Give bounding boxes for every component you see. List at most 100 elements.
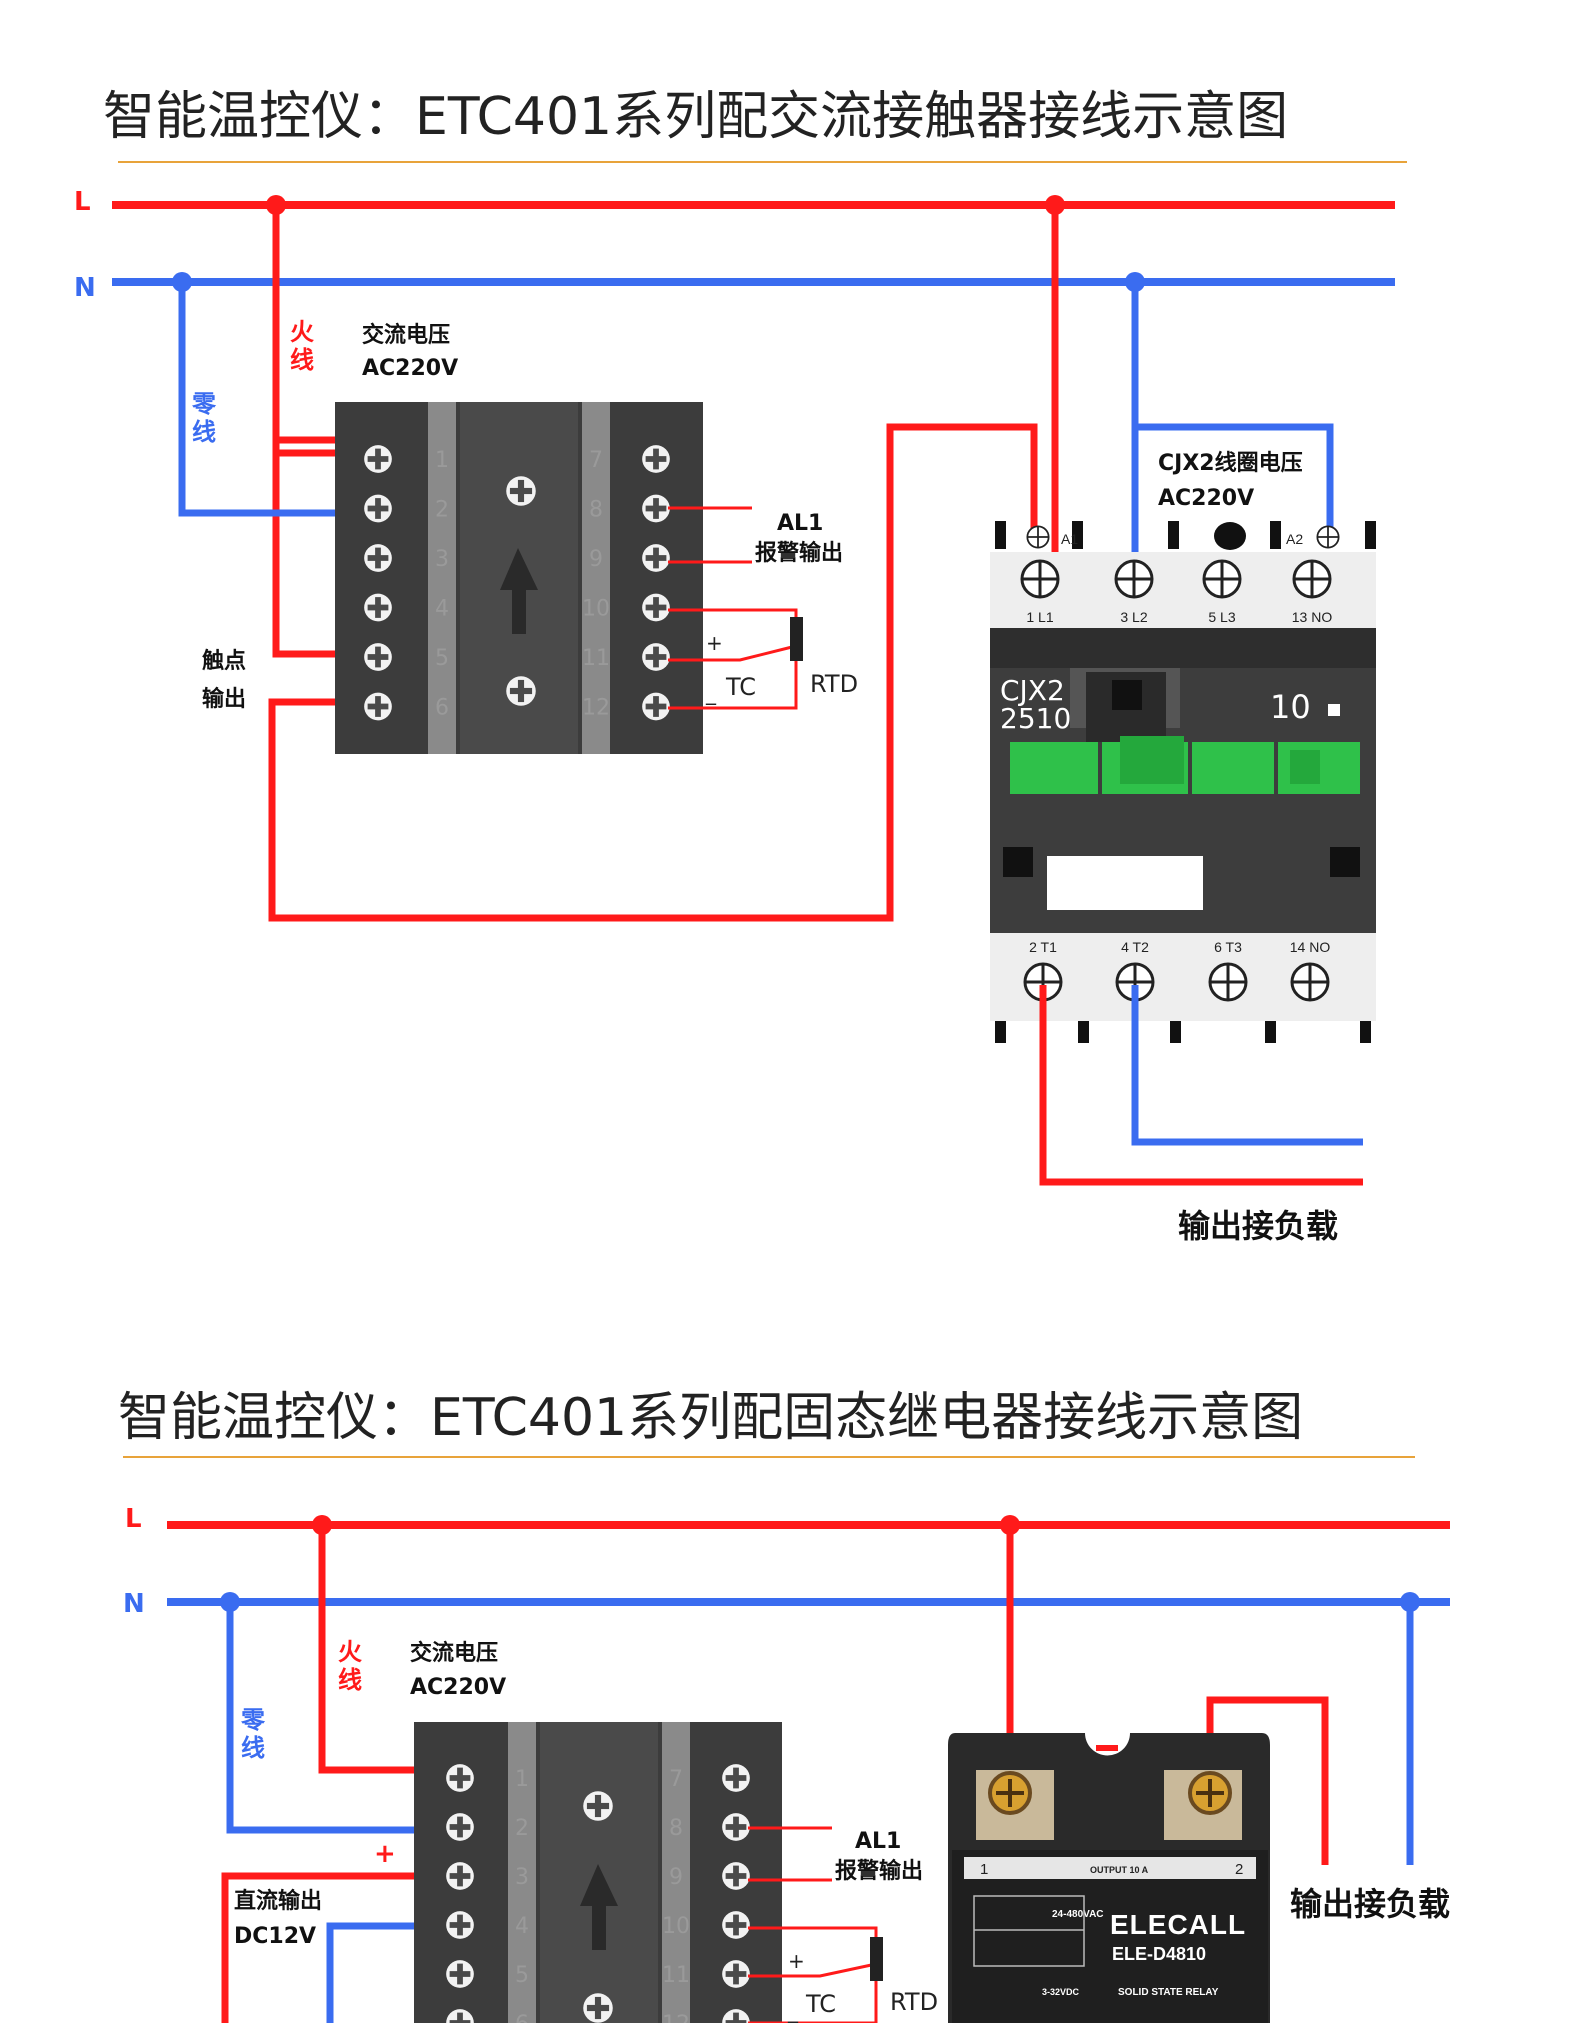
terminal-screw-icon (642, 494, 670, 523)
terminal-screw-icon (364, 544, 392, 572)
neutral-wire-label: 零线 (240, 1706, 266, 1762)
terminal-screw-icon (446, 1911, 474, 1939)
section1-title: 智能温控仪：ETC401系列配交流接触器接线示意图 (103, 87, 1288, 147)
screw-icon (506, 476, 536, 506)
load-label: 输出接负载 (1178, 1207, 1338, 1245)
supply-label: 交流电压 (410, 1640, 498, 1666)
label-plate (1047, 856, 1203, 910)
terminal-number: 11 (582, 646, 610, 671)
terminal-number: 1 (515, 1767, 529, 1792)
junction-dot (220, 1592, 240, 1612)
terminal-screw-icon (642, 544, 670, 572)
label-N: N (74, 273, 96, 303)
terminal-screw-icon (722, 1813, 750, 1841)
a2-label: A2 (1286, 531, 1303, 547)
supply-value: AC220V (410, 1675, 506, 1700)
terminal-screw-icon (364, 643, 392, 671)
terminal-screw-icon (364, 445, 392, 473)
terminal-icon (1114, 559, 1154, 599)
plus-sign: + (706, 631, 723, 655)
live-wire-label: 火线 (338, 1638, 362, 1694)
terminal-number: 5 (515, 1963, 529, 1988)
terminal-icon (1292, 559, 1332, 599)
section2-title: 智能温控仪：ETC401系列配固态继电器接线示意图 (118, 1388, 1303, 1448)
ssr-control-range: 3-32VDC (1042, 1987, 1080, 1997)
contact-label-1: 触点 (202, 648, 246, 674)
terminal-icon (1202, 559, 1242, 599)
terminal-14NO: 14 NO (1290, 939, 1331, 955)
screw-icon (583, 1993, 613, 2023)
terminal-icon (1290, 962, 1330, 1002)
supply-value: AC220V (362, 356, 458, 381)
label-L: L (125, 1504, 142, 1534)
terminal-number: 1 (435, 448, 449, 473)
terminal-number: 6 (515, 2012, 529, 2023)
terminal-screw-icon (364, 494, 392, 523)
tc-label: TC (805, 1990, 836, 2018)
terminal-number: 5 (435, 646, 449, 671)
junction-dot (312, 1515, 332, 1535)
rtd-label: RTD (810, 670, 858, 698)
terminal-screw-icon (364, 692, 392, 721)
ssr-brand: ELECALL (1110, 1909, 1246, 1940)
terminal-1L1: 1 L1 (1026, 609, 1053, 625)
junction-dot (266, 195, 286, 215)
alarm-desc: 报警输出 (755, 540, 843, 566)
label-L: L (74, 187, 91, 217)
alarm-label: AL1 (777, 511, 823, 536)
junction-dot (1125, 272, 1145, 292)
coil-label: CJX2线圈电压 (1158, 450, 1303, 476)
alarm-desc: 报警输出 (835, 1858, 923, 1884)
terminal-6T3: 6 T3 (1214, 939, 1242, 955)
alarm-label: AL1 (855, 1829, 901, 1854)
load-label: 输出接负载 (1290, 1885, 1450, 1923)
ssr-term1: 1 (980, 1861, 988, 1878)
plus-sign: + (374, 1839, 396, 1869)
terminal-screw-icon (722, 1911, 750, 1939)
terminal-number: 11 (662, 1963, 690, 1988)
terminal-screw-icon (642, 692, 670, 721)
a1-terminal-icon (1026, 525, 1050, 549)
terminal-number: 8 (669, 1816, 683, 1841)
terminal-3L2: 3 L2 (1120, 609, 1147, 625)
terminal-screw-icon (722, 1764, 750, 1792)
dc-value: DC12V (234, 1924, 316, 1949)
model-line1: CJX2 (1000, 674, 1065, 707)
terminal-screw-icon (364, 593, 392, 622)
terminal-number: 8 (589, 498, 603, 523)
terminal-number: 4 (515, 1914, 529, 1939)
terminal-number: 7 (669, 1767, 683, 1792)
terminal-4T2: 4 T2 (1121, 939, 1149, 955)
minus-sign: _ (705, 681, 717, 705)
terminal-number: 12 (662, 2012, 690, 2023)
terminal-number: 12 (582, 696, 610, 721)
coil-value: AC220V (1158, 486, 1254, 511)
live-wire-label: 火线 (290, 318, 314, 374)
terminal-number: 2 (515, 1816, 529, 1841)
terminal-number: 6 (435, 696, 449, 721)
arrow-up-icon (580, 1864, 618, 1950)
solid-state-relay: 1 OUTPUT 10 A 2 24-480VAC ELECALL ELE-D4… (948, 1733, 1270, 2023)
a1-label: A1 (1061, 531, 1078, 547)
terminal-icon (1020, 559, 1060, 599)
dc-label: 直流输出 (234, 1888, 322, 1914)
plus-sign-sensor: + (788, 1949, 805, 1973)
rating: 10 (1270, 688, 1311, 726)
junction-dot (172, 272, 192, 292)
minus-sign: _ (787, 1999, 799, 2023)
terminal-screw-icon (722, 1960, 750, 1988)
ac-contactor: CJX2线圈电压 AC220V A1 A2 1 L1 3 L2 5 (990, 450, 1376, 1182)
terminal-screw-icon (446, 1862, 474, 1890)
contact-label-2: 输出 (202, 686, 246, 712)
alarm-sensor-wiring (668, 506, 798, 710)
terminal-screw-icon (642, 593, 670, 622)
rtd-resistor-icon (870, 1937, 883, 1981)
terminal-number: 9 (669, 1865, 683, 1890)
alarm-sensor-wiring (748, 1826, 878, 2023)
terminal-number: 10 (582, 597, 610, 622)
terminal-13NO: 13 NO (1292, 609, 1333, 625)
section-contactor: 智能温控仪：ETC401系列配交流接触器接线示意图 L N (74, 87, 1407, 1245)
tc-label: TC (725, 673, 756, 701)
terminal-screw-icon (446, 1764, 474, 1792)
